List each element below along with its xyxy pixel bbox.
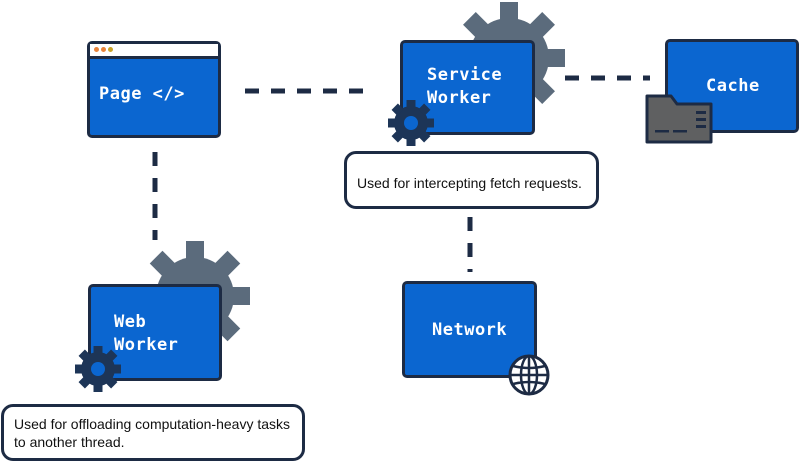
page-node: Page </> <box>87 41 221 138</box>
globe-icon <box>508 354 550 396</box>
gear-icon <box>75 346 121 392</box>
cache-node-label: Cache <box>706 76 760 96</box>
web-worker-note: Used for offloading computation-heavy ta… <box>1 404 305 461</box>
browser-window-icon <box>90 44 218 59</box>
service-worker-note-text: Used for intercepting fetch requests. <box>357 175 582 191</box>
service-worker-node-label: Service Worker <box>427 65 503 108</box>
gear-icon <box>388 100 434 146</box>
network-node-label: Network <box>432 320 508 340</box>
service-worker-node: Service Worker <box>400 40 535 135</box>
web-worker-note-text: Used for offloading computation-heavy ta… <box>14 416 291 450</box>
folder-icon <box>645 94 713 144</box>
service-worker-note: Used for intercepting fetch requests. <box>344 151 599 209</box>
page-node-label: Page </> <box>99 84 185 104</box>
web-worker-node-label: Web Worker <box>114 312 179 355</box>
